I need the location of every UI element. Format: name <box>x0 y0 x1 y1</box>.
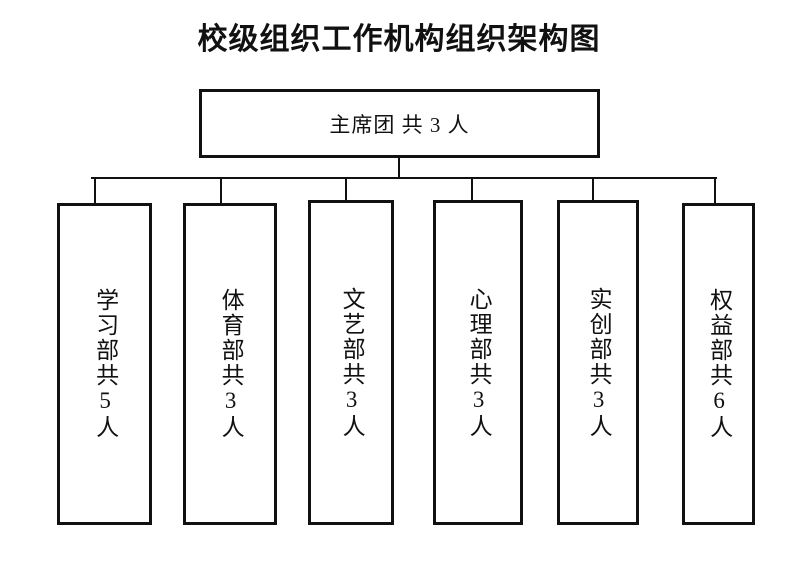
org-node-department-2[interactable]: 体育部共3人 <box>183 203 277 525</box>
connector-branch-drop-5 <box>592 178 594 204</box>
connector-branch-drop-4 <box>471 178 473 204</box>
org-node-department-5-label: 实创部共3人 <box>586 286 612 439</box>
connector-branch-drop-6 <box>714 178 716 204</box>
org-node-department-1[interactable]: 学习部共5人 <box>57 203 152 525</box>
org-node-department-3-label: 文艺部共3人 <box>339 286 365 439</box>
org-node-root[interactable]: 主席团 共 3 人 <box>199 89 600 158</box>
connector-trunk-drop <box>398 158 400 179</box>
page-title: 校级组织工作机构组织架构图 <box>197 23 601 56</box>
org-node-department-1-label: 学习部共5人 <box>92 288 118 440</box>
org-node-department-5[interactable]: 实创部共3人 <box>557 200 639 525</box>
connector-branch-drop-2 <box>220 178 222 204</box>
org-node-department-4-label: 心理部共3人 <box>466 286 492 439</box>
connector-branch-drop-1 <box>94 178 96 204</box>
connector-horizontal-bus <box>91 177 717 179</box>
org-node-department-2-label: 体育部共3人 <box>218 288 244 440</box>
org-node-department-6[interactable]: 权益部共6人 <box>682 203 755 525</box>
connector-branch-drop-3 <box>345 178 347 204</box>
org-node-department-4[interactable]: 心理部共3人 <box>433 200 523 525</box>
org-node-department-3[interactable]: 文艺部共3人 <box>308 200 394 525</box>
org-node-department-6-label: 权益部共6人 <box>706 288 732 440</box>
org-node-root-label: 主席团 共 3 人 <box>329 112 470 137</box>
